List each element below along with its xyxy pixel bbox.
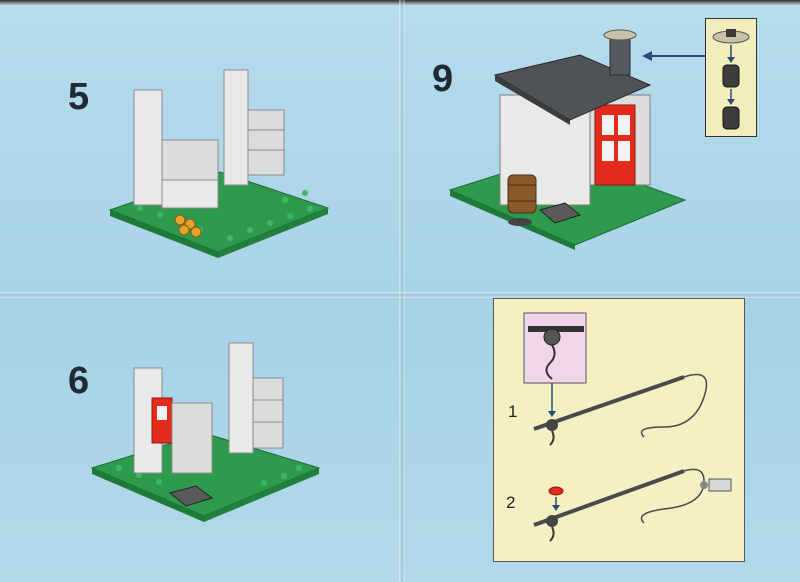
step-9-illustration [448, 29, 687, 250]
substep-label-1: 1 [508, 402, 518, 421]
step-5-illustration [108, 69, 330, 258]
fishing-rod-illustration [523, 312, 732, 542]
horizontal-fold-line [0, 292, 800, 298]
substep-label-2: 2 [506, 493, 516, 512]
step-number-6: 6 [68, 360, 90, 402]
fishing-rod-assembly-panel: 1 2 [493, 298, 745, 562]
chimney-parts-illustration [712, 29, 750, 130]
step-number-5: 5 [68, 76, 90, 118]
step-6-illustration [90, 342, 321, 522]
vertical-fold-line [399, 0, 405, 582]
step-number-9: 9 [432, 58, 454, 100]
callout-arrow [642, 51, 708, 61]
chimney-parts-callout [705, 18, 757, 137]
